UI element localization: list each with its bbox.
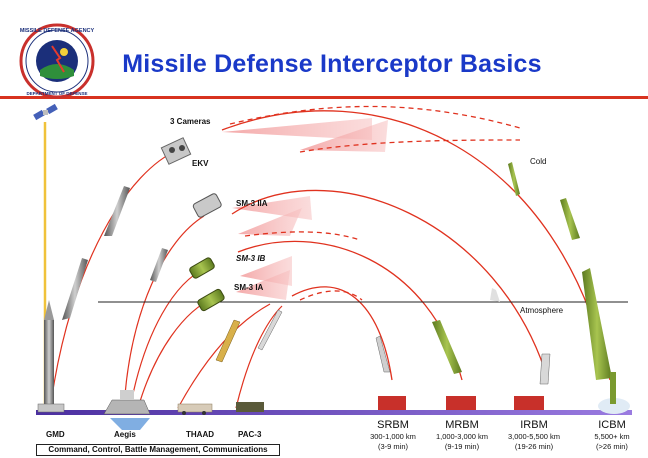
threat-range: 5,500+ km (594, 432, 629, 441)
srbm-trajectory (291, 286, 393, 381)
cameras-label: 3 Cameras (170, 117, 211, 126)
logo-top-text: MISSILE DEFENSE AGENCY (20, 28, 95, 34)
title-rule (0, 96, 648, 99)
satellite-icon (33, 103, 58, 121)
threat-range: 3,000-5,500 km (508, 432, 560, 441)
mrbm-trajectory (237, 240, 463, 381)
aegis-ship (103, 390, 151, 430)
sm3-ib-label: SM-3 IB (236, 254, 266, 263)
irbm-missile (490, 288, 551, 385)
launcher-thaad: THAAD (186, 430, 214, 439)
threat-range: 1,000-3,000 km (436, 432, 488, 441)
slide-title: Missile Defense Interceptor Basics (122, 50, 542, 78)
threat-trajectories (221, 110, 611, 381)
launcher-pac3: PAC-3 (238, 430, 262, 439)
mrbm-missile (432, 320, 462, 374)
threat-time: (19-26 min) (515, 442, 554, 451)
threat-time: (>26 min) (596, 442, 628, 451)
icbm-silo (598, 372, 630, 414)
threat-class: MRBM (445, 419, 479, 431)
icbm-trajectory (221, 110, 611, 381)
cold-label: Cold (530, 157, 546, 166)
icbm-missile (508, 162, 612, 380)
sm3-iia-interceptor (150, 193, 222, 282)
launcher-gmd: GMD (46, 430, 65, 439)
threat-time: (3-9 min) (378, 442, 409, 451)
mda-logo: MISSILE DEFENSE AGENCY DEPARTMENT OF DEF… (19, 23, 95, 99)
interceptor-flyout-arcs (49, 149, 283, 411)
sm3-ib-interceptor (189, 257, 215, 279)
thaad-launcher (177, 403, 213, 415)
sm3-ia-label: SM-3 IA (234, 283, 264, 292)
irbm-launcher (514, 396, 544, 410)
pac3-interceptor (257, 309, 283, 351)
threat-time: (9-19 min) (445, 442, 480, 451)
atmosphere-label: Atmosphere (520, 306, 564, 315)
mrbm-launcher (446, 396, 476, 410)
thaad-interceptor (215, 319, 241, 363)
launcher-aegis: Aegis (114, 430, 136, 439)
ground-line (36, 410, 632, 415)
gmd-silo (37, 403, 65, 413)
gmd-interceptor (44, 186, 130, 412)
sm3-iia-label: SM-3 IIA (236, 199, 268, 208)
threat-range: 300-1,000 km (370, 432, 416, 441)
ekv-label: EKV (192, 159, 209, 168)
interceptor-trajectories (229, 105, 521, 301)
c2bm-label: Command, Control, Battle Management, Com… (36, 444, 280, 456)
threat-class: SRBM (377, 419, 409, 431)
srbm-missile (375, 335, 391, 373)
logo-bottom-text: DEPARTMENT OF DEFENSE (27, 91, 88, 96)
pac3-launcher (236, 402, 264, 412)
irbm-trajectory (231, 189, 549, 381)
sm3-ia-interceptor (197, 288, 225, 312)
ekv-vehicle (160, 137, 192, 165)
threat-class: ICBM (598, 419, 626, 431)
threat-class: IRBM (520, 419, 548, 431)
srbm-launcher (378, 396, 406, 410)
seeker-cones (222, 118, 388, 300)
